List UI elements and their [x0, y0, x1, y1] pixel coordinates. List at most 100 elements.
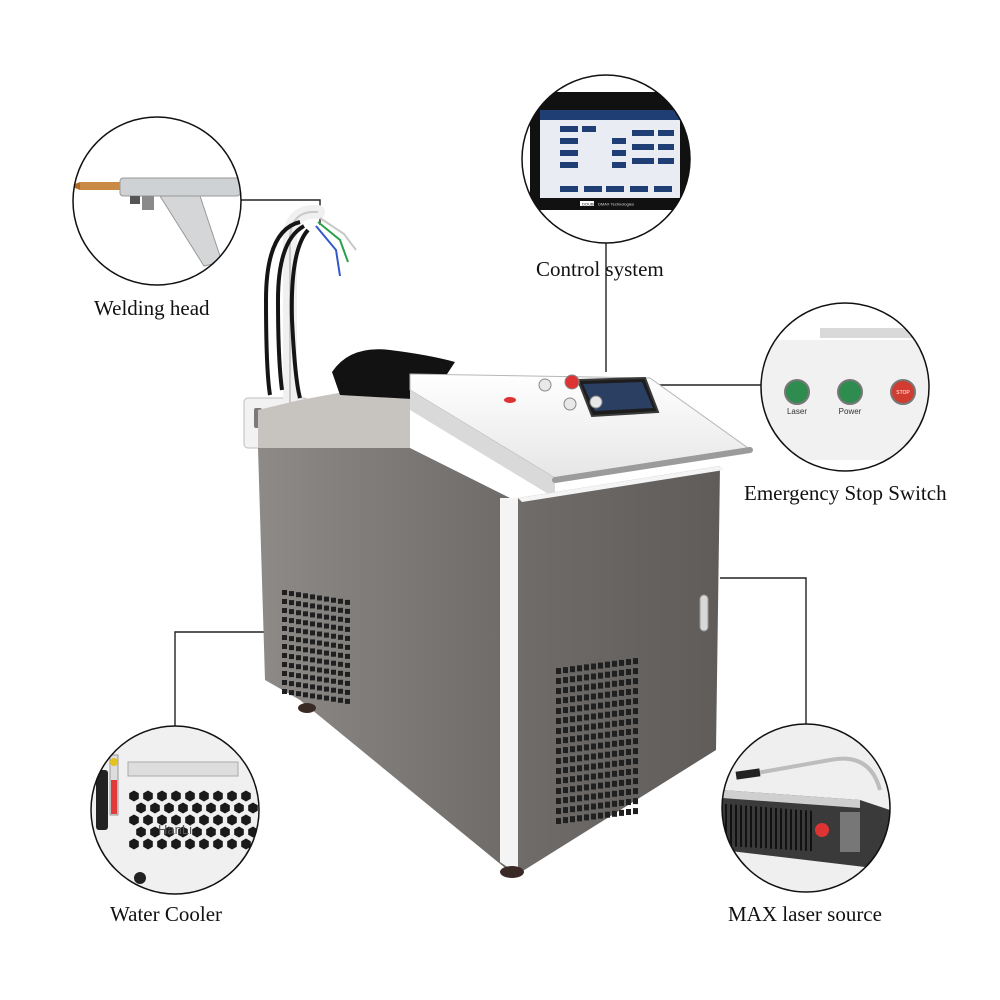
vent-slot: [303, 683, 308, 689]
vent-slot: [563, 787, 568, 794]
vent-slot: [310, 666, 315, 672]
vent-slot: [303, 647, 308, 653]
vent-slot: [612, 680, 617, 687]
welding-head-callout: [72, 116, 242, 286]
vent-slot: [598, 692, 603, 699]
vent-slot: [605, 761, 610, 768]
vent-slot: [633, 808, 638, 815]
vent-slot: [584, 754, 589, 761]
vent-slot: [317, 658, 322, 664]
vent-slot: [331, 660, 336, 666]
vent-slot: [289, 645, 294, 651]
vent-slot: [591, 813, 596, 820]
vent-slot: [626, 659, 631, 665]
vent-slot: [619, 709, 624, 716]
vent-slot: [331, 633, 336, 639]
vent-slot: [598, 722, 603, 729]
vent-slot: [577, 715, 582, 722]
vent-slot: [563, 817, 568, 824]
vent-slot: [598, 702, 603, 709]
vent-slot: [605, 731, 610, 738]
hex-vent-cell: [206, 826, 216, 838]
vent-slot: [303, 674, 308, 680]
hex-vent-cell: [227, 790, 237, 802]
hex-vent-cell: [171, 814, 181, 826]
hex-vent-cell: [192, 826, 202, 838]
laser-button-label: Laser: [787, 407, 807, 416]
vent-slot: [563, 797, 568, 804]
vent-slot: [591, 733, 596, 740]
vent-slot: [570, 786, 575, 793]
vent-slot: [317, 595, 322, 601]
vent-slot: [570, 666, 575, 673]
vent-slot: [338, 607, 343, 613]
vent-slot: [310, 675, 315, 681]
vent-slot: [577, 675, 582, 682]
hex-vent-cell: [178, 826, 188, 838]
vent-slot: [282, 626, 287, 631]
control-system-callout: DOUBLE DMAX Technologies: [521, 74, 691, 244]
water-cooler-callout: HanLi: [90, 725, 260, 895]
vent-slot: [282, 662, 287, 667]
vent-slot: [324, 605, 329, 611]
vent-slot: [605, 721, 610, 728]
vent-slot: [619, 799, 624, 806]
vent-slot: [345, 680, 350, 686]
vent-slot: [310, 630, 315, 636]
vent-slot: [324, 695, 329, 701]
vent-slot: [605, 671, 610, 678]
power-button-icon: [837, 379, 863, 405]
vent-slot: [570, 696, 575, 703]
vent-slot: [331, 615, 336, 621]
vent-slot: [626, 699, 631, 705]
vent-slot: [626, 769, 631, 775]
vent-slot: [296, 682, 301, 688]
vent-slot: [591, 723, 596, 730]
vent-slot: [584, 704, 589, 711]
vent-slot: [598, 752, 603, 759]
vent-slot: [619, 759, 624, 766]
vent-slot: [626, 809, 631, 815]
vent-slot: [303, 620, 308, 626]
vent-slot: [612, 810, 617, 817]
hex-vent-cell: [234, 802, 244, 814]
vent-slot: [577, 695, 582, 702]
vent-slot: [338, 697, 343, 703]
hex-vent-cell: [178, 802, 188, 814]
vent-slot: [570, 756, 575, 763]
vent-slot: [612, 790, 617, 797]
vent-slot: [310, 693, 315, 699]
hex-vent-cell: [129, 838, 139, 850]
hex-vent-cell: [129, 790, 139, 802]
vent-slot: [345, 599, 350, 605]
welding-gun-icon: [73, 177, 241, 267]
vent-slot: [577, 815, 582, 822]
vent-slot: [556, 748, 561, 754]
hex-vent-cell: [213, 814, 223, 826]
hex-vent-cell: [157, 790, 167, 802]
vent-slot: [296, 664, 301, 670]
vent-slot: [563, 717, 568, 724]
vent-slot: [324, 677, 329, 683]
vent-slot: [563, 807, 568, 814]
vent-slot: [598, 782, 603, 789]
vent-slot: [619, 679, 624, 686]
hex-vent-cell: [213, 790, 223, 802]
vent-slot: [584, 794, 589, 801]
vent-slot: [633, 738, 638, 745]
vent-slot: [338, 616, 343, 622]
vent-slot: [310, 612, 315, 618]
vent-slot: [598, 712, 603, 719]
vent-slot: [612, 730, 617, 737]
vent-slot: [577, 805, 582, 812]
screen-brand: DOUBLE: [582, 202, 599, 207]
stop-button-label: STOP: [896, 390, 910, 396]
vent-slot: [633, 698, 638, 705]
vent-slot: [577, 755, 582, 762]
vent-slot: [633, 798, 638, 805]
vent-slot: [605, 771, 610, 778]
vent-slot: [633, 748, 638, 755]
vent-slot: [345, 698, 350, 704]
vent-slot: [317, 640, 322, 646]
